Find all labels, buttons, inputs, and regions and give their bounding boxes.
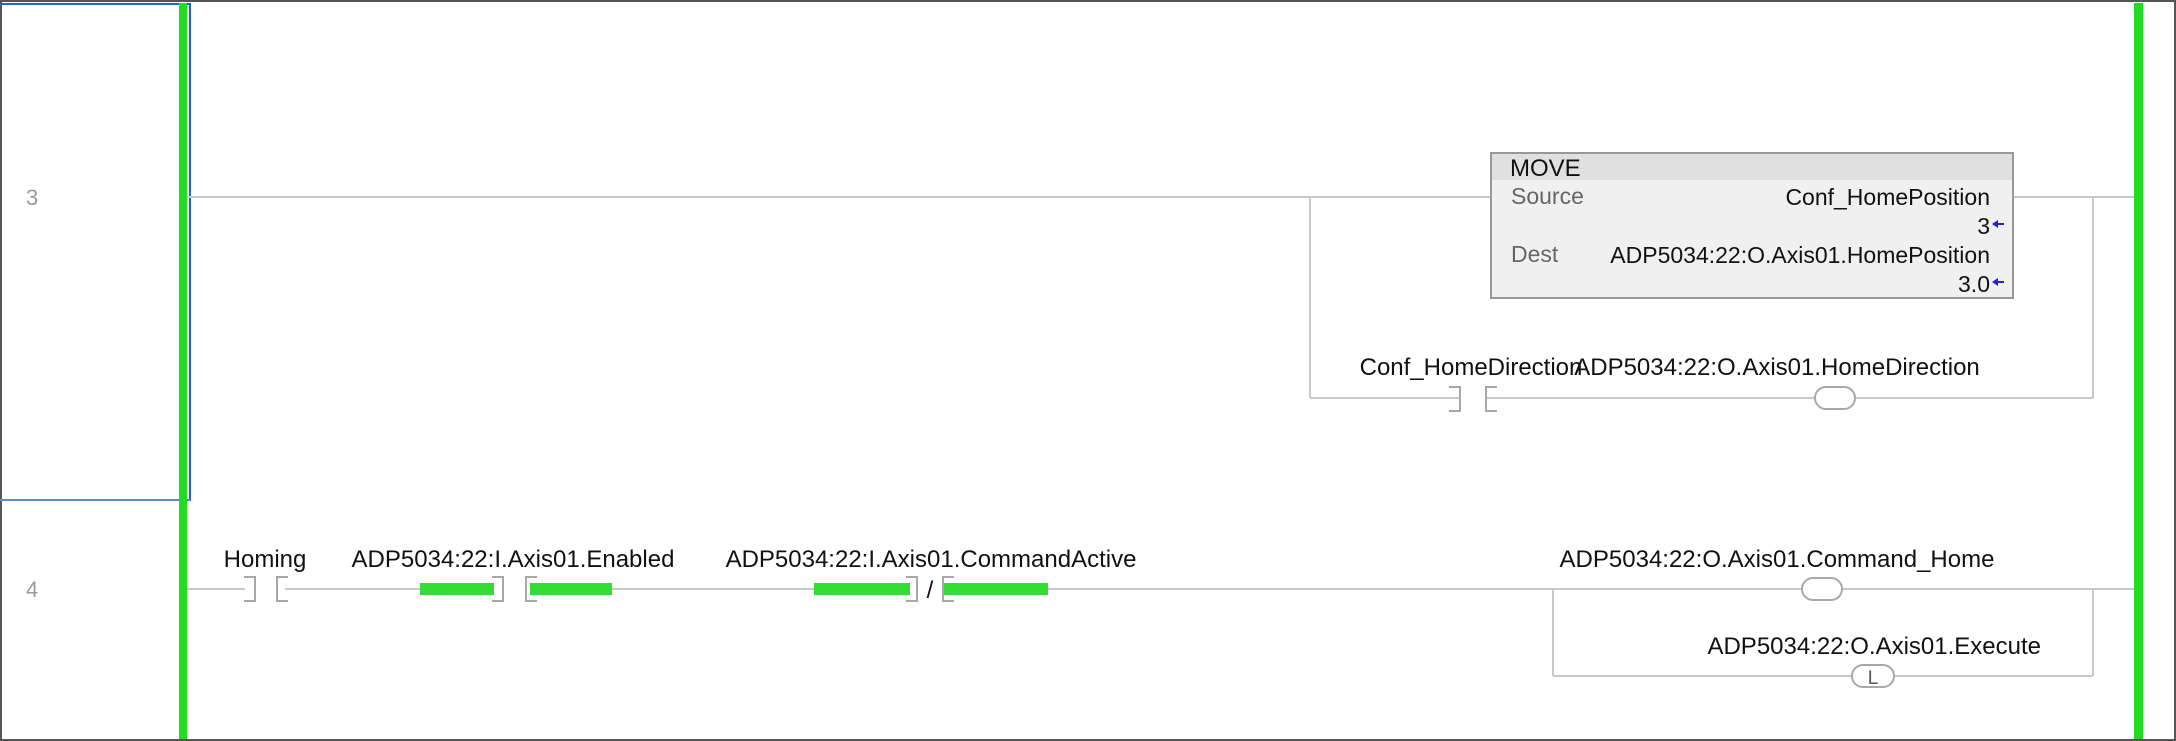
contact-right-bracket-icon	[942, 576, 954, 602]
power-flow-right	[530, 583, 612, 595]
contact-axis01-commandactive[interactable]: ADP5034:22:I.Axis01.CommandActive /	[726, 546, 1137, 604]
source-label: Source	[1511, 183, 1584, 209]
contact-right-bracket-icon	[276, 576, 288, 602]
contact-tag: Homing	[224, 546, 307, 573]
right-power-rail	[2134, 3, 2143, 739]
contact-left-bracket-icon	[906, 576, 918, 602]
rung-number: 4	[26, 577, 38, 602]
contact-right-bracket-icon	[525, 576, 537, 602]
power-flow-left	[814, 583, 918, 595]
dest-tag[interactable]: ADP5034:22:O.Axis01.HomePosition	[1610, 242, 1990, 268]
coil-tag: ADP5034:22:O.Axis01.Execute	[1707, 633, 2041, 660]
move-instruction[interactable]: MOVE Source Conf_HomePosition 3 Dest ADP…	[1490, 152, 2014, 299]
latch-letter: L	[1868, 668, 1879, 689]
contact-axis01-enabled[interactable]: ADP5034:22:I.Axis01.Enabled	[352, 546, 675, 603]
contact-gap	[245, 577, 285, 603]
contact-conf-homedirection[interactable]: Conf_HomeDirection	[1360, 354, 1583, 412]
contact-gap	[494, 577, 534, 603]
move-header	[1492, 154, 2012, 180]
coil-homedirection[interactable]: ADP5034:22:O.Axis01.HomeDirection	[1574, 354, 1980, 410]
value-arrow-icon	[1992, 220, 2004, 228]
coil-icon	[1801, 577, 1843, 601]
left-power-rail	[179, 3, 187, 739]
latch-coil-icon	[1851, 664, 1895, 688]
move-title: MOVE	[1510, 155, 1581, 182]
contact-left-bracket-icon	[1449, 386, 1461, 412]
latch-coil-execute[interactable]: ADP5034:22:O.Axis01.Execute L	[1707, 633, 2041, 689]
value-arrow-icon	[1992, 278, 2004, 286]
source-tag[interactable]: Conf_HomePosition	[1785, 184, 1990, 210]
contact-homing[interactable]: Homing	[224, 546, 307, 603]
contact-right-bracket-icon	[1485, 386, 1497, 412]
power-flow-left	[420, 583, 502, 595]
dest-label: Dest	[1511, 241, 1559, 267]
contact-tag: ADP5034:22:I.Axis01.CommandActive	[726, 546, 1137, 573]
contact-left-bracket-icon	[492, 576, 504, 602]
contact-left-bracket-icon	[244, 576, 256, 602]
coil-tag: ADP5034:22:O.Axis01.HomeDirection	[1574, 354, 1980, 381]
rung-number: 3	[26, 185, 38, 210]
rung-3-selection-border	[0, 3, 191, 501]
power-flow-right	[944, 583, 1048, 595]
contact-tag: ADP5034:22:I.Axis01.Enabled	[352, 546, 675, 573]
rung-3[interactable]: 3 MOVE Source Conf_HomePosition 3 Dest A…	[26, 152, 2134, 412]
source-value: 3	[1977, 213, 1990, 239]
dest-value: 3.0	[1958, 271, 1990, 297]
coil-tag: ADP5034:22:O.Axis01.Command_Home	[1560, 546, 1995, 573]
xio-slash-icon: /	[927, 577, 934, 604]
coil-command-home[interactable]: ADP5034:22:O.Axis01.Command_Home	[1560, 546, 1995, 601]
rung-4[interactable]: 4 Homing ADP5034:22:I.Axis01.Enabled ADP…	[26, 546, 2134, 689]
contact-tag: Conf_HomeDirection	[1360, 354, 1583, 381]
coil-icon	[1814, 386, 1856, 410]
